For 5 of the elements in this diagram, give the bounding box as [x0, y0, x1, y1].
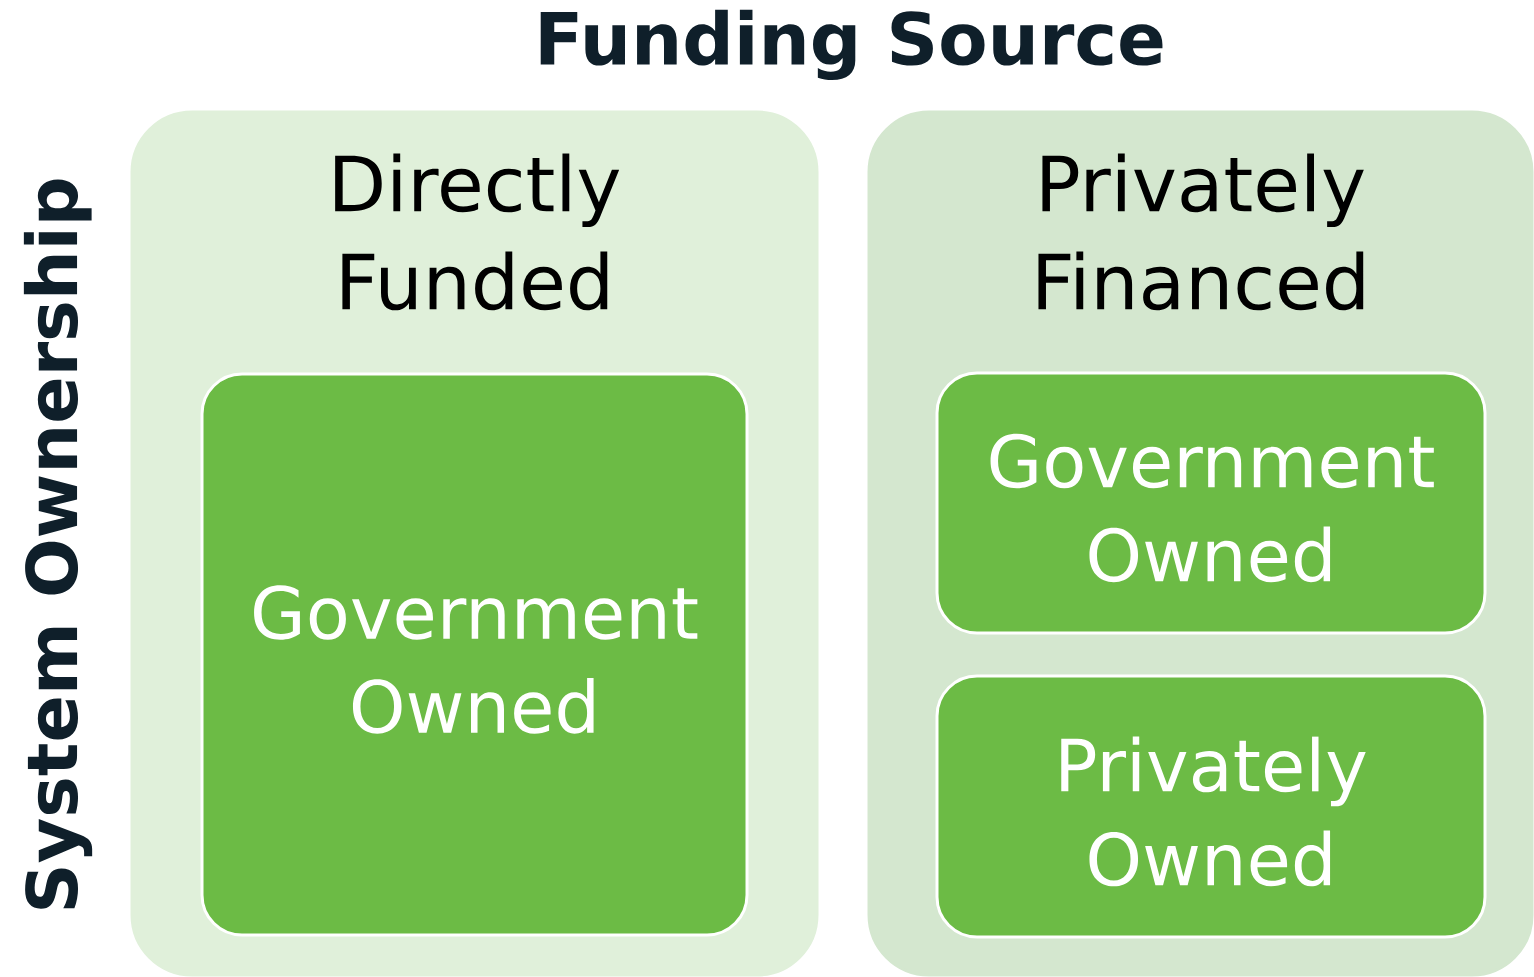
axis-label: System Ownership: [23, 179, 93, 909]
category-box: Privately Owned: [935, 674, 1487, 939]
category-box: Government Owned: [935, 371, 1487, 635]
category-box: Government Owned: [200, 372, 749, 937]
title: Funding Source: [540, 9, 1163, 81]
